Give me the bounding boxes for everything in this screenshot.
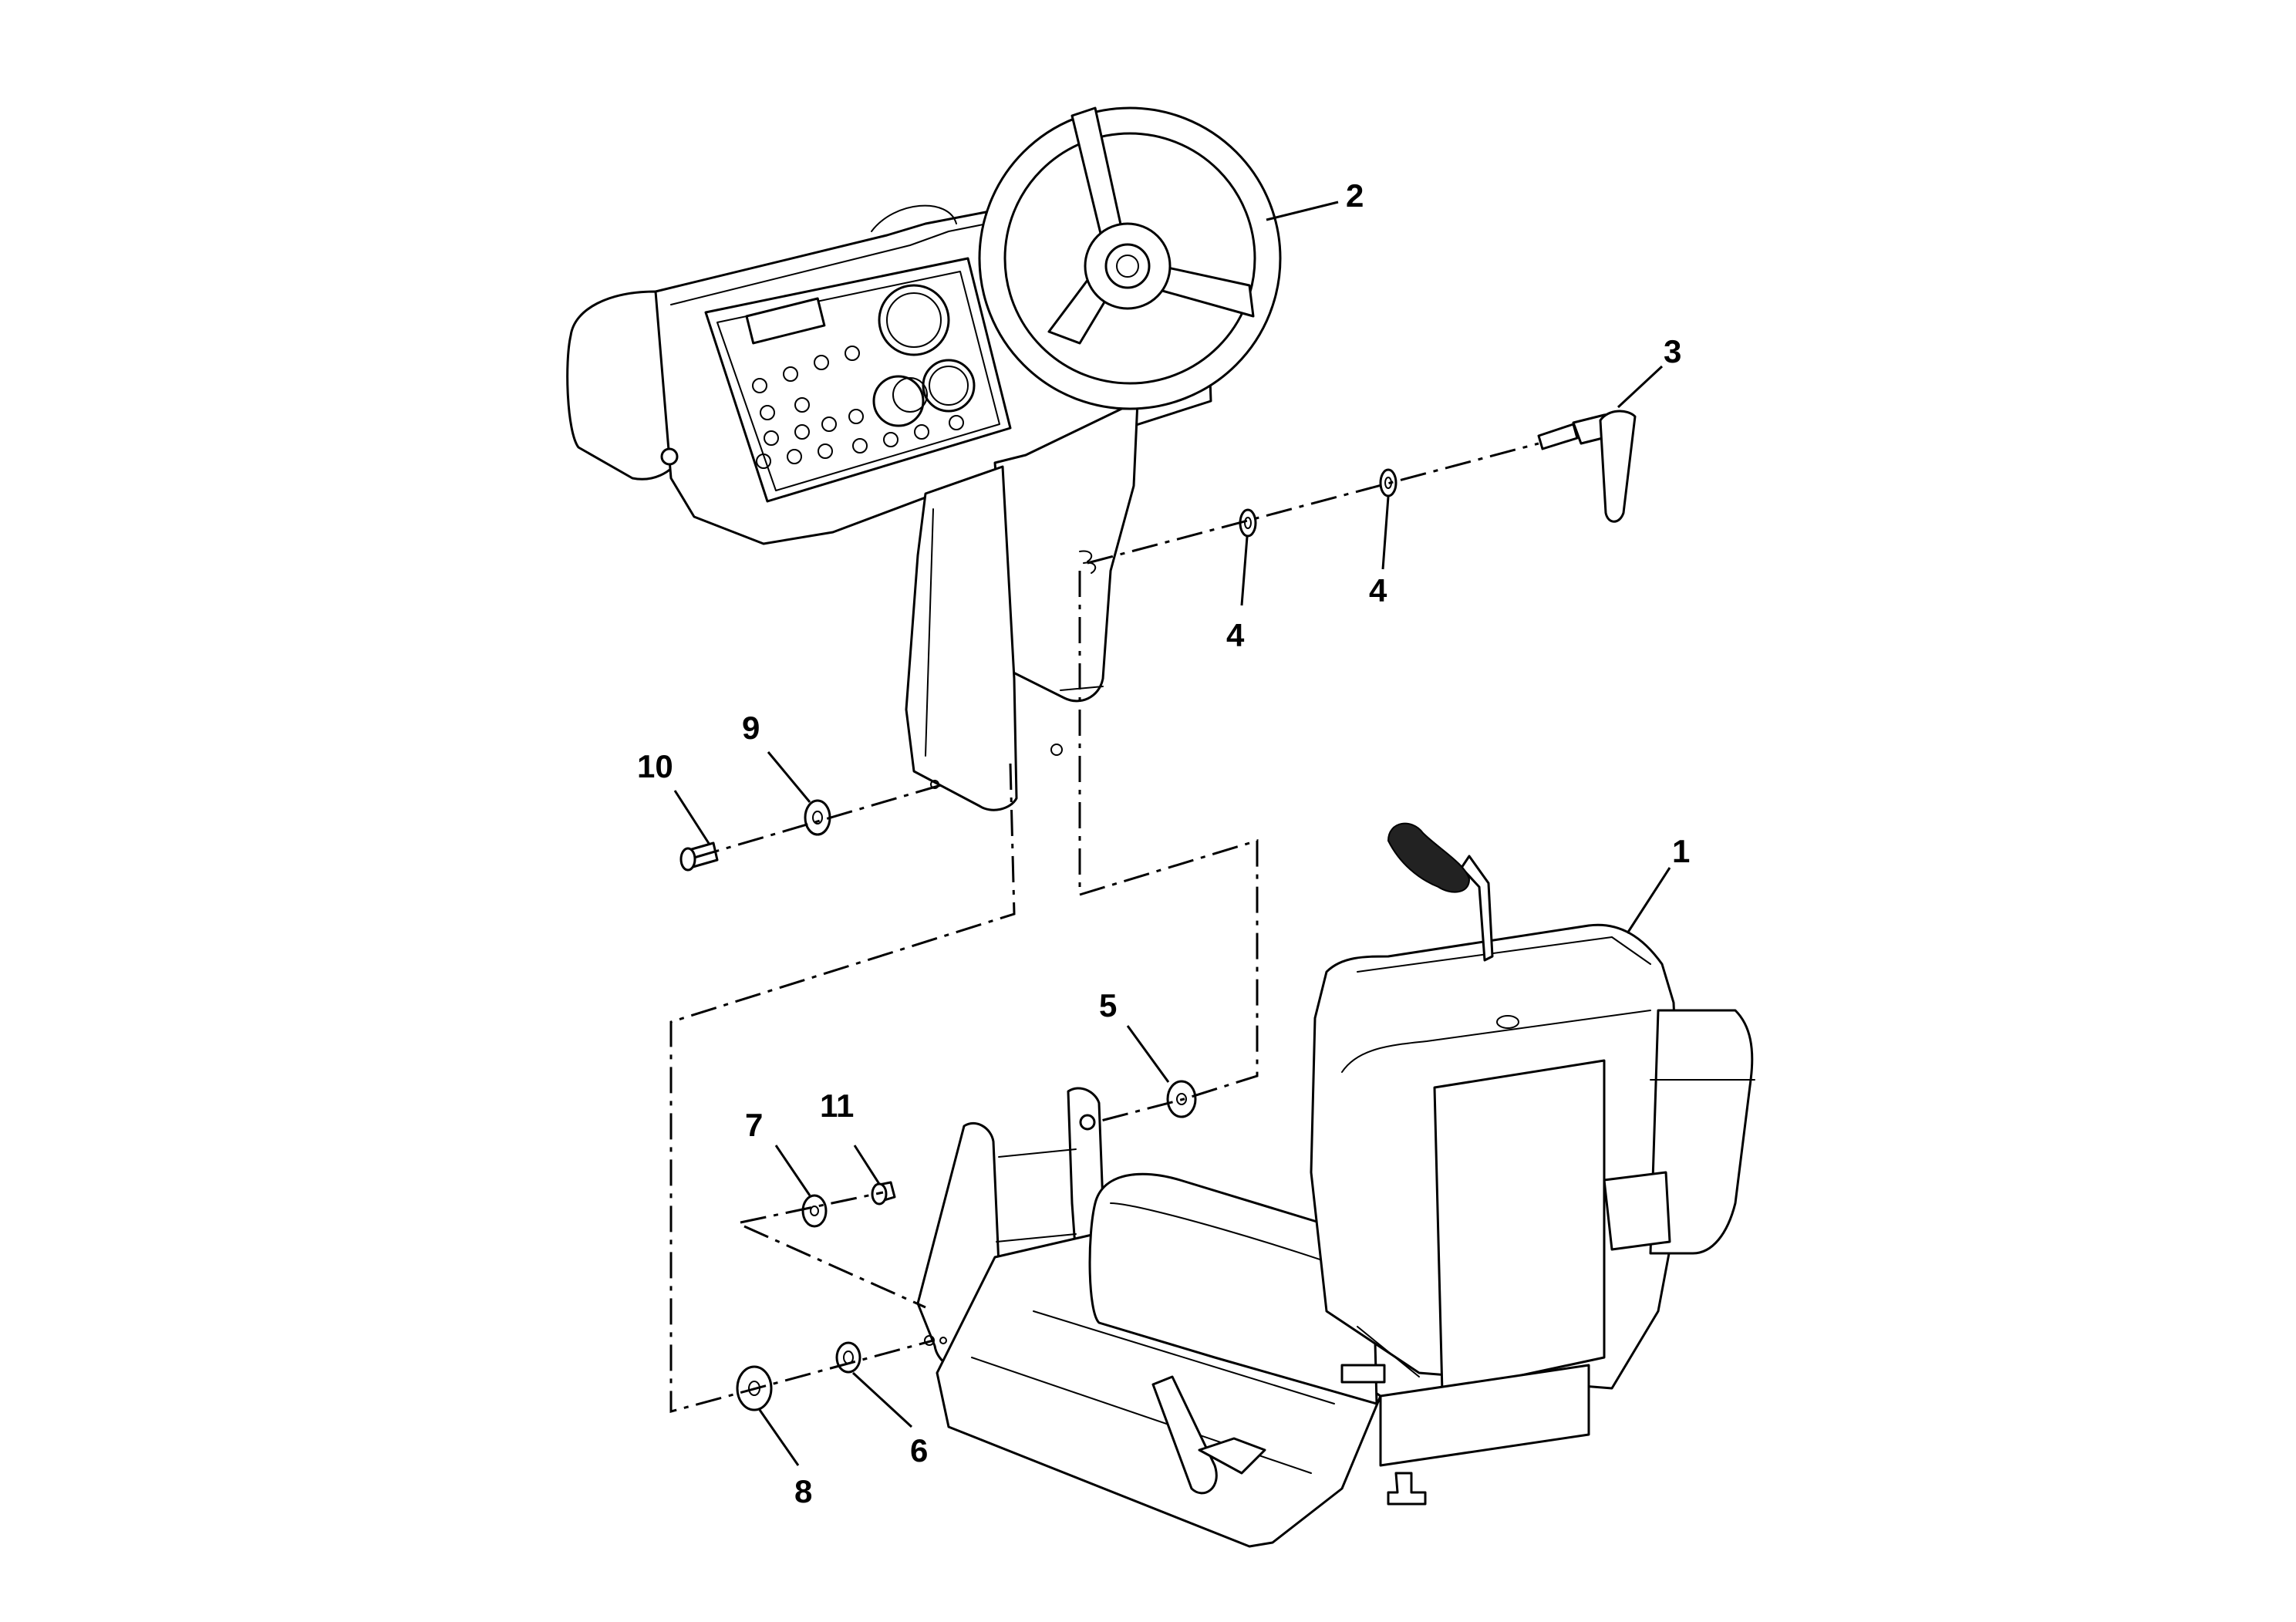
callout-4-left: 4 — [1226, 617, 1245, 653]
callout-1: 1 — [1672, 833, 1690, 869]
callout-labels: 1 2 3 4 4 5 6 7 8 9 10 11 — [637, 177, 1690, 1509]
callout-leaders — [673, 201, 1671, 1466]
washer-7-and-nut-11 — [801, 1181, 896, 1228]
clamp-lever-handle — [1537, 410, 1637, 523]
callout-8: 8 — [794, 1473, 812, 1509]
callout-11: 11 — [820, 1088, 854, 1124]
callout-6: 6 — [910, 1432, 928, 1469]
assembly-lines — [669, 442, 1539, 1413]
callout-2: 2 — [1346, 177, 1364, 214]
callout-7: 7 — [745, 1107, 763, 1143]
callout-9: 9 — [742, 710, 760, 746]
callout-4-right: 4 — [1369, 572, 1387, 609]
lever-washers — [1239, 468, 1397, 538]
callout-3: 3 — [1664, 333, 1681, 369]
seat-base-assembly — [916, 822, 1755, 1548]
callout-10: 10 — [637, 748, 673, 784]
column-bolt-and-washer — [679, 799, 831, 872]
steering-wheel — [978, 106, 1282, 410]
callout-5: 5 — [1099, 987, 1117, 1023]
